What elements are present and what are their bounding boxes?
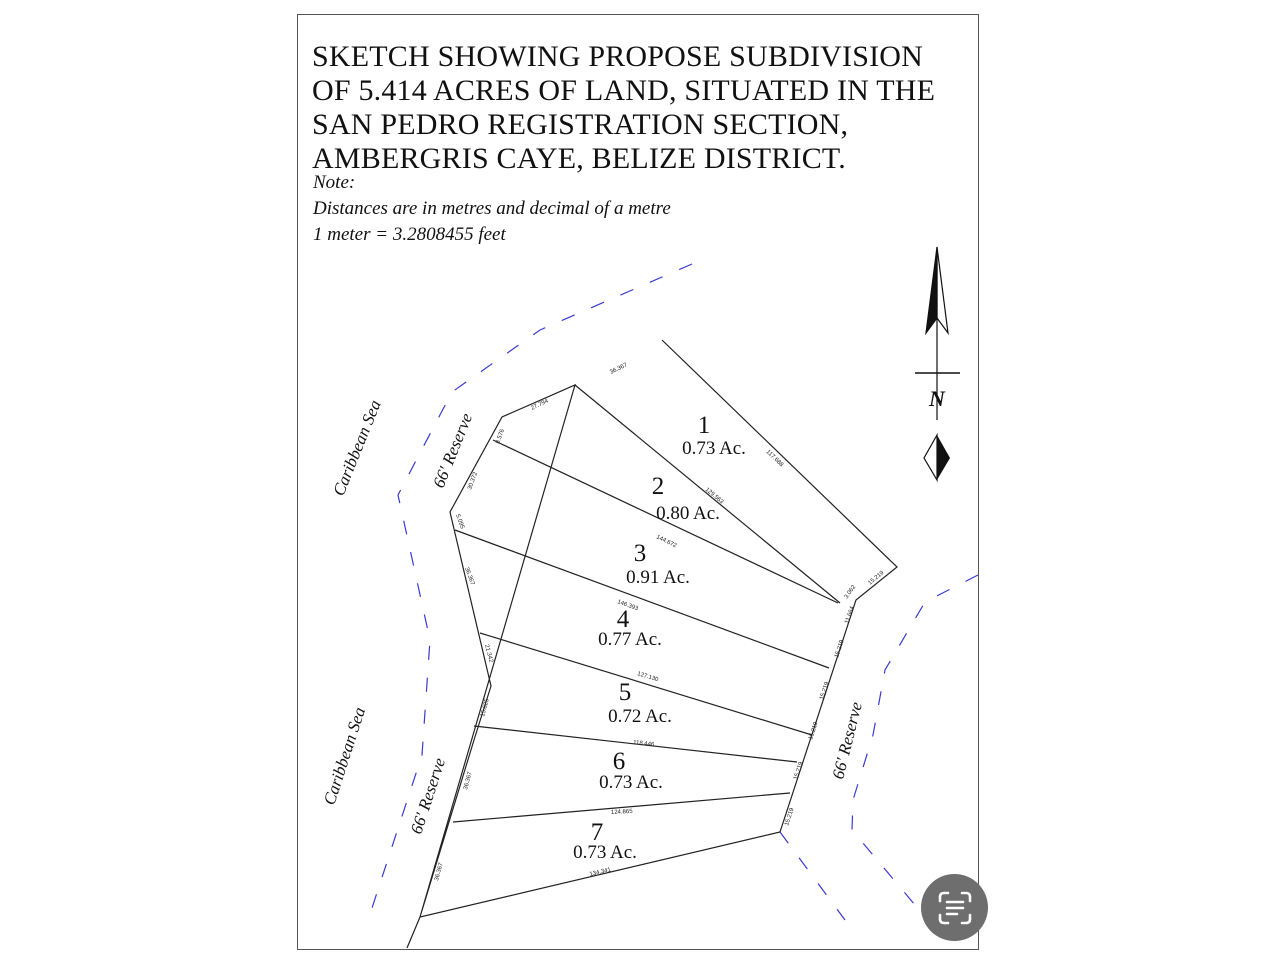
note-conversion: 1 meter = 3.2808455 feet: [313, 224, 506, 245]
lot-5-area: 0.72 Ac.: [608, 706, 672, 727]
lot-line-5-6: [473, 725, 798, 763]
lot-7-number: 7: [591, 819, 604, 846]
lot-line-3-4: [454, 529, 830, 669]
note-heading: Note:: [313, 172, 356, 193]
lot-7-area: 0.73 Ac.: [573, 842, 637, 863]
lot-3-area: 0.91 Ac.: [626, 567, 690, 588]
dim-south: 134.341: [589, 867, 612, 878]
dim-w6: 15.625: [480, 698, 491, 718]
parcel-boundary: [406, 339, 898, 949]
sea-label-lower: Caribbean Sea: [320, 705, 369, 807]
dim-e7: 15.219: [793, 761, 805, 781]
note-units: Distances are in metres and decimal of a…: [313, 198, 671, 219]
dim-w5: 21.342: [483, 644, 494, 664]
lot-line-1-2: [574, 384, 841, 604]
lot-6-number: 6: [613, 748, 626, 775]
lot-2-number: 2: [652, 473, 665, 500]
text-scan-button[interactable]: [921, 874, 988, 941]
dim-east1: 117.688: [765, 449, 785, 469]
dim-top: 36.367: [609, 362, 629, 376]
reserve-line-right: [851, 574, 979, 906]
lot-line-2-3: [492, 439, 839, 604]
lot-line-4-5: [479, 632, 813, 736]
dim-e5: 15.219: [819, 681, 831, 701]
sea-label-upper: Caribbean Sea: [329, 397, 385, 498]
reserve-line-left-outer: [371, 263, 693, 909]
lot-1-number: 1: [698, 412, 711, 439]
text-scan-icon: [938, 891, 972, 925]
dim-line23: 144.672: [655, 534, 678, 549]
dim-e4: 15.219: [834, 639, 846, 659]
lot-3-number: 3: [634, 540, 647, 567]
dim-e8: 15.219: [784, 807, 796, 827]
title-line: OF 5.414 ACRES OF LAND, SITUATED IN THE: [312, 74, 936, 107]
reserve-label-right: 66' Reserve: [828, 700, 866, 781]
reserve-boundaries: [371, 263, 979, 921]
lot-5-number: 5: [619, 679, 632, 706]
title-line: SAN PEDRO REGISTRATION SECTION,: [312, 108, 849, 141]
lot-6-area: 0.73 Ac.: [599, 772, 663, 793]
north-label: N: [928, 386, 946, 411]
dim-e2: 3.062: [844, 584, 858, 600]
dim-w7: 36.367: [463, 771, 474, 791]
lot-4-area: 0.77 Ac.: [598, 629, 662, 650]
reserve-label-upper-left: 66' Reserve: [429, 410, 476, 490]
lot-4-number: 4: [617, 606, 630, 633]
dim-e6: 15.219: [808, 721, 820, 741]
lot-labels: 1 0.73 Ac. 2 0.80 Ac. 3 0.91 Ac. 4 0.77 …: [573, 412, 746, 863]
map-title: SKETCH SHOWING PROPOSE SUBDIVISION OF 5.…: [312, 40, 935, 176]
dim-w3: 5.095: [454, 514, 465, 531]
title-line: SKETCH SHOWING PROPOSE SUBDIVISION: [312, 40, 924, 73]
north-arrow-icon: N: [915, 246, 960, 483]
reserve-label-lower-left: 66' Reserve: [407, 755, 450, 836]
dim-w8: 36.367: [434, 862, 445, 882]
lot-1-area: 0.73 Ac.: [682, 438, 746, 459]
dim-w1: 8.576: [495, 428, 506, 445]
lot-2-area: 0.80 Ac.: [656, 503, 720, 524]
reserve-line-bottom-right: [779, 831, 846, 921]
title-line: AMBERGRIS CAYE, BELIZE DISTRICT.: [312, 142, 846, 175]
lot-line-6-7: [452, 792, 791, 823]
dim-line67: 124.865: [611, 809, 634, 816]
dim-w2: 30.372: [467, 471, 479, 491]
map-sheet: [297, 14, 979, 950]
dim-e3: 11.664: [844, 605, 856, 625]
dim-line56: 118.446: [633, 740, 655, 748]
